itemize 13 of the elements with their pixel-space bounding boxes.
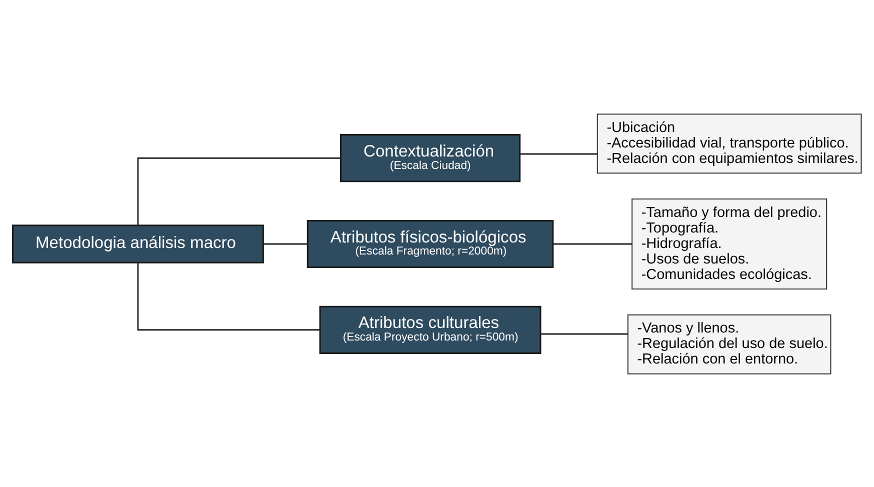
connector <box>263 242 308 244</box>
node-box: Atributos culturales (Escala Proyecto Urbano; r=500m) <box>319 305 542 354</box>
connector <box>137 262 320 330</box>
connector <box>520 152 598 154</box>
connector <box>540 332 628 334</box>
node-box: Metodologia análisis macro <box>12 224 264 263</box>
node-box: Contextualización (Escala Ciudad) <box>340 134 521 182</box>
node-box: -Vanos y llenos. -Regulación del uso de suelo. -Relación con el entorno. <box>627 314 832 374</box>
node-box: -Tamaño y forma del predio. -Topografía. -Hidrografía. -Usos de suelos. -Comunidades ecológicas. <box>632 198 828 290</box>
node-box: Atributos físicos-biológicos (Escala Fragmento; r=2000m) <box>306 219 554 268</box>
connector <box>137 156 341 225</box>
node-box: -Ubicación -Accesibilidad vial, transporte público. -Relación con equipamientos similares. <box>596 113 862 174</box>
connector <box>553 242 632 244</box>
